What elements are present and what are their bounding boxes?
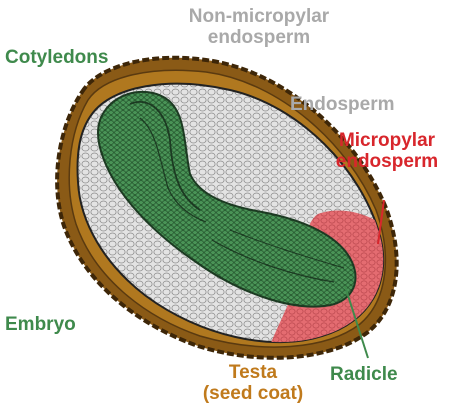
testa-line1: Testa xyxy=(228,362,278,383)
radicle-label: Radicle xyxy=(330,364,398,385)
micropylar-line1: Micropylar xyxy=(338,130,436,151)
non-micropylar-line2: endosperm xyxy=(207,27,311,48)
endosperm-label: Endosperm xyxy=(290,94,395,115)
radicle-leader-line xyxy=(344,285,369,359)
micropylar-line2: endosperm xyxy=(335,151,439,172)
testa-line2: (seed coat) xyxy=(202,383,304,404)
non-micropylar-line1: Non-micropylar xyxy=(188,6,330,27)
non-micropylar-endosperm-label: Non-micropylar endosperm xyxy=(180,6,338,48)
embryo-label: Embryo xyxy=(5,314,76,335)
testa-label: Testa (seed coat) xyxy=(188,362,318,404)
cotyledons-label: Cotyledons xyxy=(5,47,109,68)
micropylar-leader-line xyxy=(377,199,385,245)
micropylar-endosperm-label: Micropylar endosperm xyxy=(330,130,444,172)
embryo-region xyxy=(97,90,357,308)
